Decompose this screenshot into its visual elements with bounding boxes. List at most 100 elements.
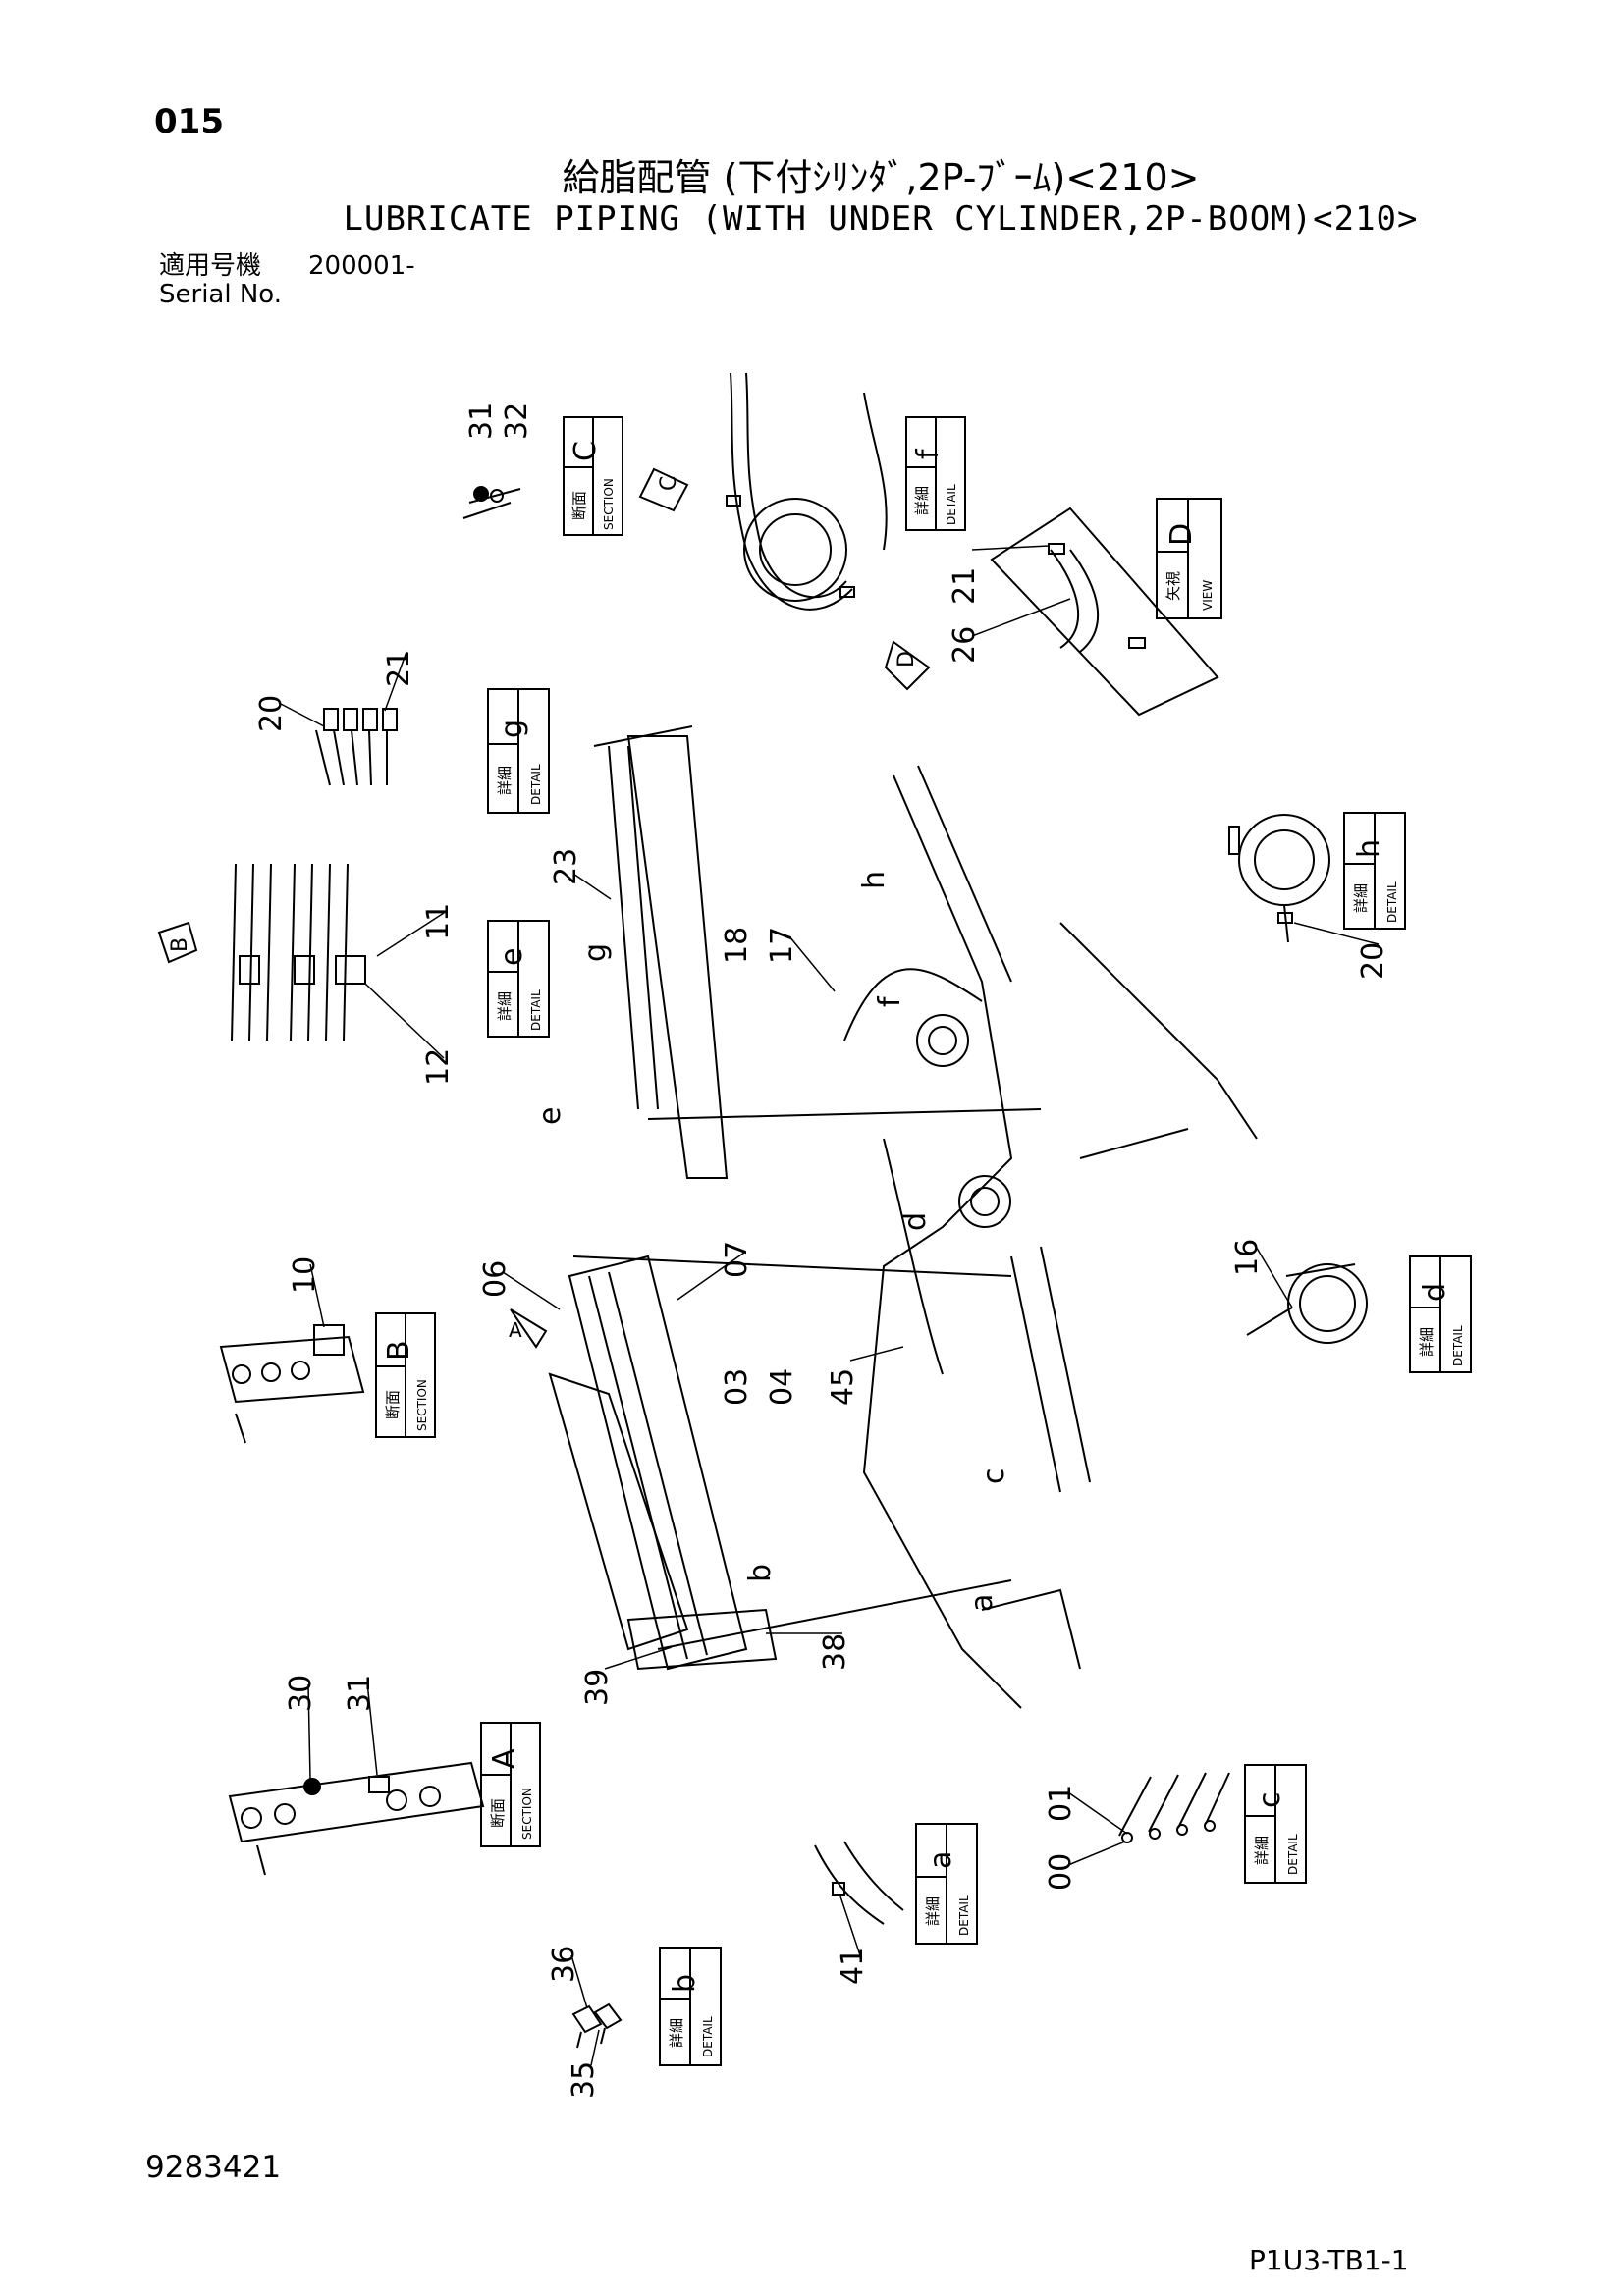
marker-D: D bbox=[894, 651, 919, 667]
detail-letter-g: g bbox=[578, 943, 613, 962]
callout-41: 41 bbox=[836, 1948, 870, 1985]
detail-letter-h: h bbox=[857, 871, 892, 889]
section-c-sketch bbox=[462, 486, 521, 519]
callout-01: 01 bbox=[1044, 1785, 1078, 1822]
view-box-b: 詳細 DETAIL b bbox=[659, 1947, 722, 2066]
serial-label-jp: 適用号機 bbox=[159, 251, 262, 281]
document-number: 9283421 bbox=[145, 2150, 282, 2185]
svg-text:断面: 断面 bbox=[570, 491, 588, 520]
callout-numbers: 31 32 21 26 20 21 23 11 12 18 17 20 06 0… bbox=[168, 402, 1390, 2099]
svg-text:a: a bbox=[924, 1851, 958, 1869]
serial-block: 適用号機 Serial No. 200001- bbox=[159, 251, 415, 309]
serial-label-en: Serial No. bbox=[159, 280, 282, 309]
callout-03: 03 bbox=[720, 1368, 754, 1406]
marker-C: C bbox=[657, 476, 681, 491]
page-code: P1U3-TB1-1 bbox=[1249, 2244, 1409, 2276]
svg-text:DETAIL: DETAIL bbox=[1286, 1834, 1300, 1875]
detail-c-fittings bbox=[1118, 1772, 1230, 1843]
callout-06: 06 bbox=[478, 1260, 513, 1298]
svg-text:c: c bbox=[1253, 1792, 1287, 1809]
svg-text:詳細: 詳細 bbox=[1253, 1836, 1271, 1865]
marker-A: A bbox=[509, 1308, 548, 1349]
callout-23: 23 bbox=[549, 848, 583, 885]
detail-letter-a: a bbox=[965, 1594, 1000, 1612]
callout-26: 26 bbox=[947, 626, 982, 664]
view-box-a: 詳細 DETAIL a bbox=[915, 1823, 978, 1945]
svg-text:断面: 断面 bbox=[384, 1390, 402, 1419]
svg-text:詳細: 詳細 bbox=[913, 486, 931, 515]
title-english: LUBRICATE PIPING (WITH UNDER CYLINDER,2P… bbox=[343, 199, 1419, 239]
leader-lines bbox=[278, 545, 1380, 2066]
detail-letter-f: f bbox=[873, 995, 907, 1007]
callout-21-d: 21 bbox=[947, 567, 982, 605]
svg-text:SECTION: SECTION bbox=[415, 1379, 429, 1431]
callout-35: 35 bbox=[567, 2061, 601, 2099]
detail-letter-b: b bbox=[743, 1564, 778, 1582]
callout-39: 39 bbox=[580, 1669, 615, 1706]
svg-text:h: h bbox=[1352, 839, 1386, 858]
detail-letter-c: c bbox=[977, 1468, 1011, 1485]
svg-text:矢視: 矢視 bbox=[1164, 571, 1182, 601]
svg-text:A: A bbox=[509, 1318, 522, 1342]
section-b-sketch bbox=[219, 1324, 365, 1444]
view-box-c: 詳細 DETAIL c bbox=[1244, 1764, 1307, 1884]
svg-text:SECTION: SECTION bbox=[520, 1788, 534, 1840]
view-box-d: 詳細 DETAIL d bbox=[1409, 1255, 1472, 1373]
callout-00: 00 bbox=[1044, 1853, 1078, 1891]
callout-16: 16 bbox=[1230, 1239, 1265, 1276]
view-box-C: 断面 SECTION C bbox=[563, 416, 623, 536]
callout-21-g: 21 bbox=[382, 650, 416, 687]
detail-b-sketch bbox=[571, 2002, 623, 2049]
svg-text:詳細: 詳細 bbox=[496, 766, 514, 795]
detail-d-sketch bbox=[1246, 1263, 1368, 1344]
svg-text:DETAIL: DETAIL bbox=[1385, 881, 1399, 923]
svg-text:詳細: 詳細 bbox=[1352, 883, 1370, 913]
svg-text:DETAIL: DETAIL bbox=[701, 2016, 715, 2057]
svg-text:A: A bbox=[487, 1748, 521, 1769]
callout-18: 18 bbox=[720, 927, 754, 964]
svg-text:b: b bbox=[668, 1974, 702, 1993]
boom-assembly bbox=[548, 725, 1258, 1709]
svg-text:詳細: 詳細 bbox=[668, 2018, 685, 2048]
svg-text:VIEW: VIEW bbox=[1201, 580, 1215, 611]
callout-31-c: 31 bbox=[464, 402, 499, 440]
svg-text:詳細: 詳細 bbox=[496, 991, 514, 1021]
svg-text:DETAIL: DETAIL bbox=[529, 989, 543, 1031]
callout-20-h: 20 bbox=[1356, 942, 1390, 980]
callout-12: 12 bbox=[421, 1048, 456, 1086]
svg-text:詳細: 詳細 bbox=[924, 1896, 942, 1926]
svg-text:e: e bbox=[495, 948, 529, 966]
serial-value: 200001- bbox=[308, 251, 415, 281]
detail-letter-d: d bbox=[898, 1212, 933, 1231]
callout-30: 30 bbox=[284, 1675, 318, 1712]
detail-h-sketch bbox=[1228, 814, 1330, 943]
marker-B: B bbox=[168, 937, 192, 952]
view-box-D: 矢視 VIEW D bbox=[1156, 498, 1222, 619]
svg-text:詳細: 詳細 bbox=[1418, 1327, 1435, 1357]
svg-text:f: f bbox=[911, 448, 946, 459]
svg-text:SECTION: SECTION bbox=[602, 478, 616, 530]
callout-07: 07 bbox=[720, 1241, 754, 1278]
view-box-B: 断面 SECTION B bbox=[375, 1312, 436, 1438]
view-box-h: 詳細 DETAIL h bbox=[1343, 812, 1406, 930]
svg-text:d: d bbox=[1418, 1283, 1452, 1302]
view-box-A: 断面 SECTION A bbox=[480, 1722, 541, 1847]
detail-letter-e: e bbox=[533, 1107, 568, 1125]
view-d-sketch bbox=[884, 507, 1219, 717]
section-a-sketch bbox=[228, 1761, 485, 1876]
callout-32: 32 bbox=[500, 402, 534, 440]
callout-36: 36 bbox=[547, 1946, 581, 1983]
svg-text:C: C bbox=[568, 441, 603, 461]
svg-text:DETAIL: DETAIL bbox=[945, 484, 958, 525]
svg-text:B: B bbox=[382, 1340, 416, 1361]
callout-20-g: 20 bbox=[254, 695, 289, 732]
svg-text:DETAIL: DETAIL bbox=[957, 1895, 971, 1936]
callout-10: 10 bbox=[288, 1256, 322, 1294]
view-box-e: 詳細 DETAIL e bbox=[487, 920, 550, 1038]
svg-text:g: g bbox=[495, 720, 529, 738]
callout-17: 17 bbox=[765, 927, 799, 964]
callout-38: 38 bbox=[818, 1633, 852, 1671]
callout-31-a: 31 bbox=[343, 1675, 377, 1712]
page-number: 015 bbox=[154, 102, 224, 141]
